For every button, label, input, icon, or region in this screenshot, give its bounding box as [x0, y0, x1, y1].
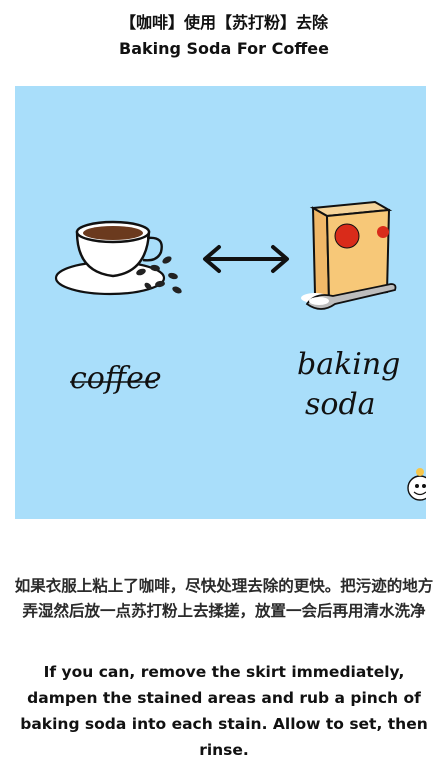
instructions-english: If you can, remove the skirt immediately…: [20, 663, 428, 759]
baking-soda-box-icon: [301, 200, 393, 303]
label-baking: baking: [297, 347, 400, 382]
label-soda: soda: [305, 387, 376, 422]
label-coffee: coffee: [70, 361, 162, 396]
title-english: Baking Soda For Coffee: [119, 39, 329, 58]
coffee-cup-icon: [54, 220, 182, 296]
instructions-chinese: 如果衣服上粘上了咖啡，尽快处理去除的更快。把污迹的地方弄湿然后放一点苏打粉上去揉…: [14, 577, 434, 620]
sun-doodle-icon: [407, 468, 426, 501]
title-chinese: 【咖啡】使用【苏打粉】去除: [119, 13, 328, 32]
double-arrow-icon: [203, 245, 289, 273]
coffee-baking-soda-illustration: coffee baking soda: [15, 86, 426, 519]
title-block: 【咖啡】使用【苏打粉】去除 Baking Soda For Coffee: [0, 10, 448, 62]
spoon-icon: [305, 283, 397, 310]
illustration-canvas: coffee baking soda: [54, 200, 426, 501]
